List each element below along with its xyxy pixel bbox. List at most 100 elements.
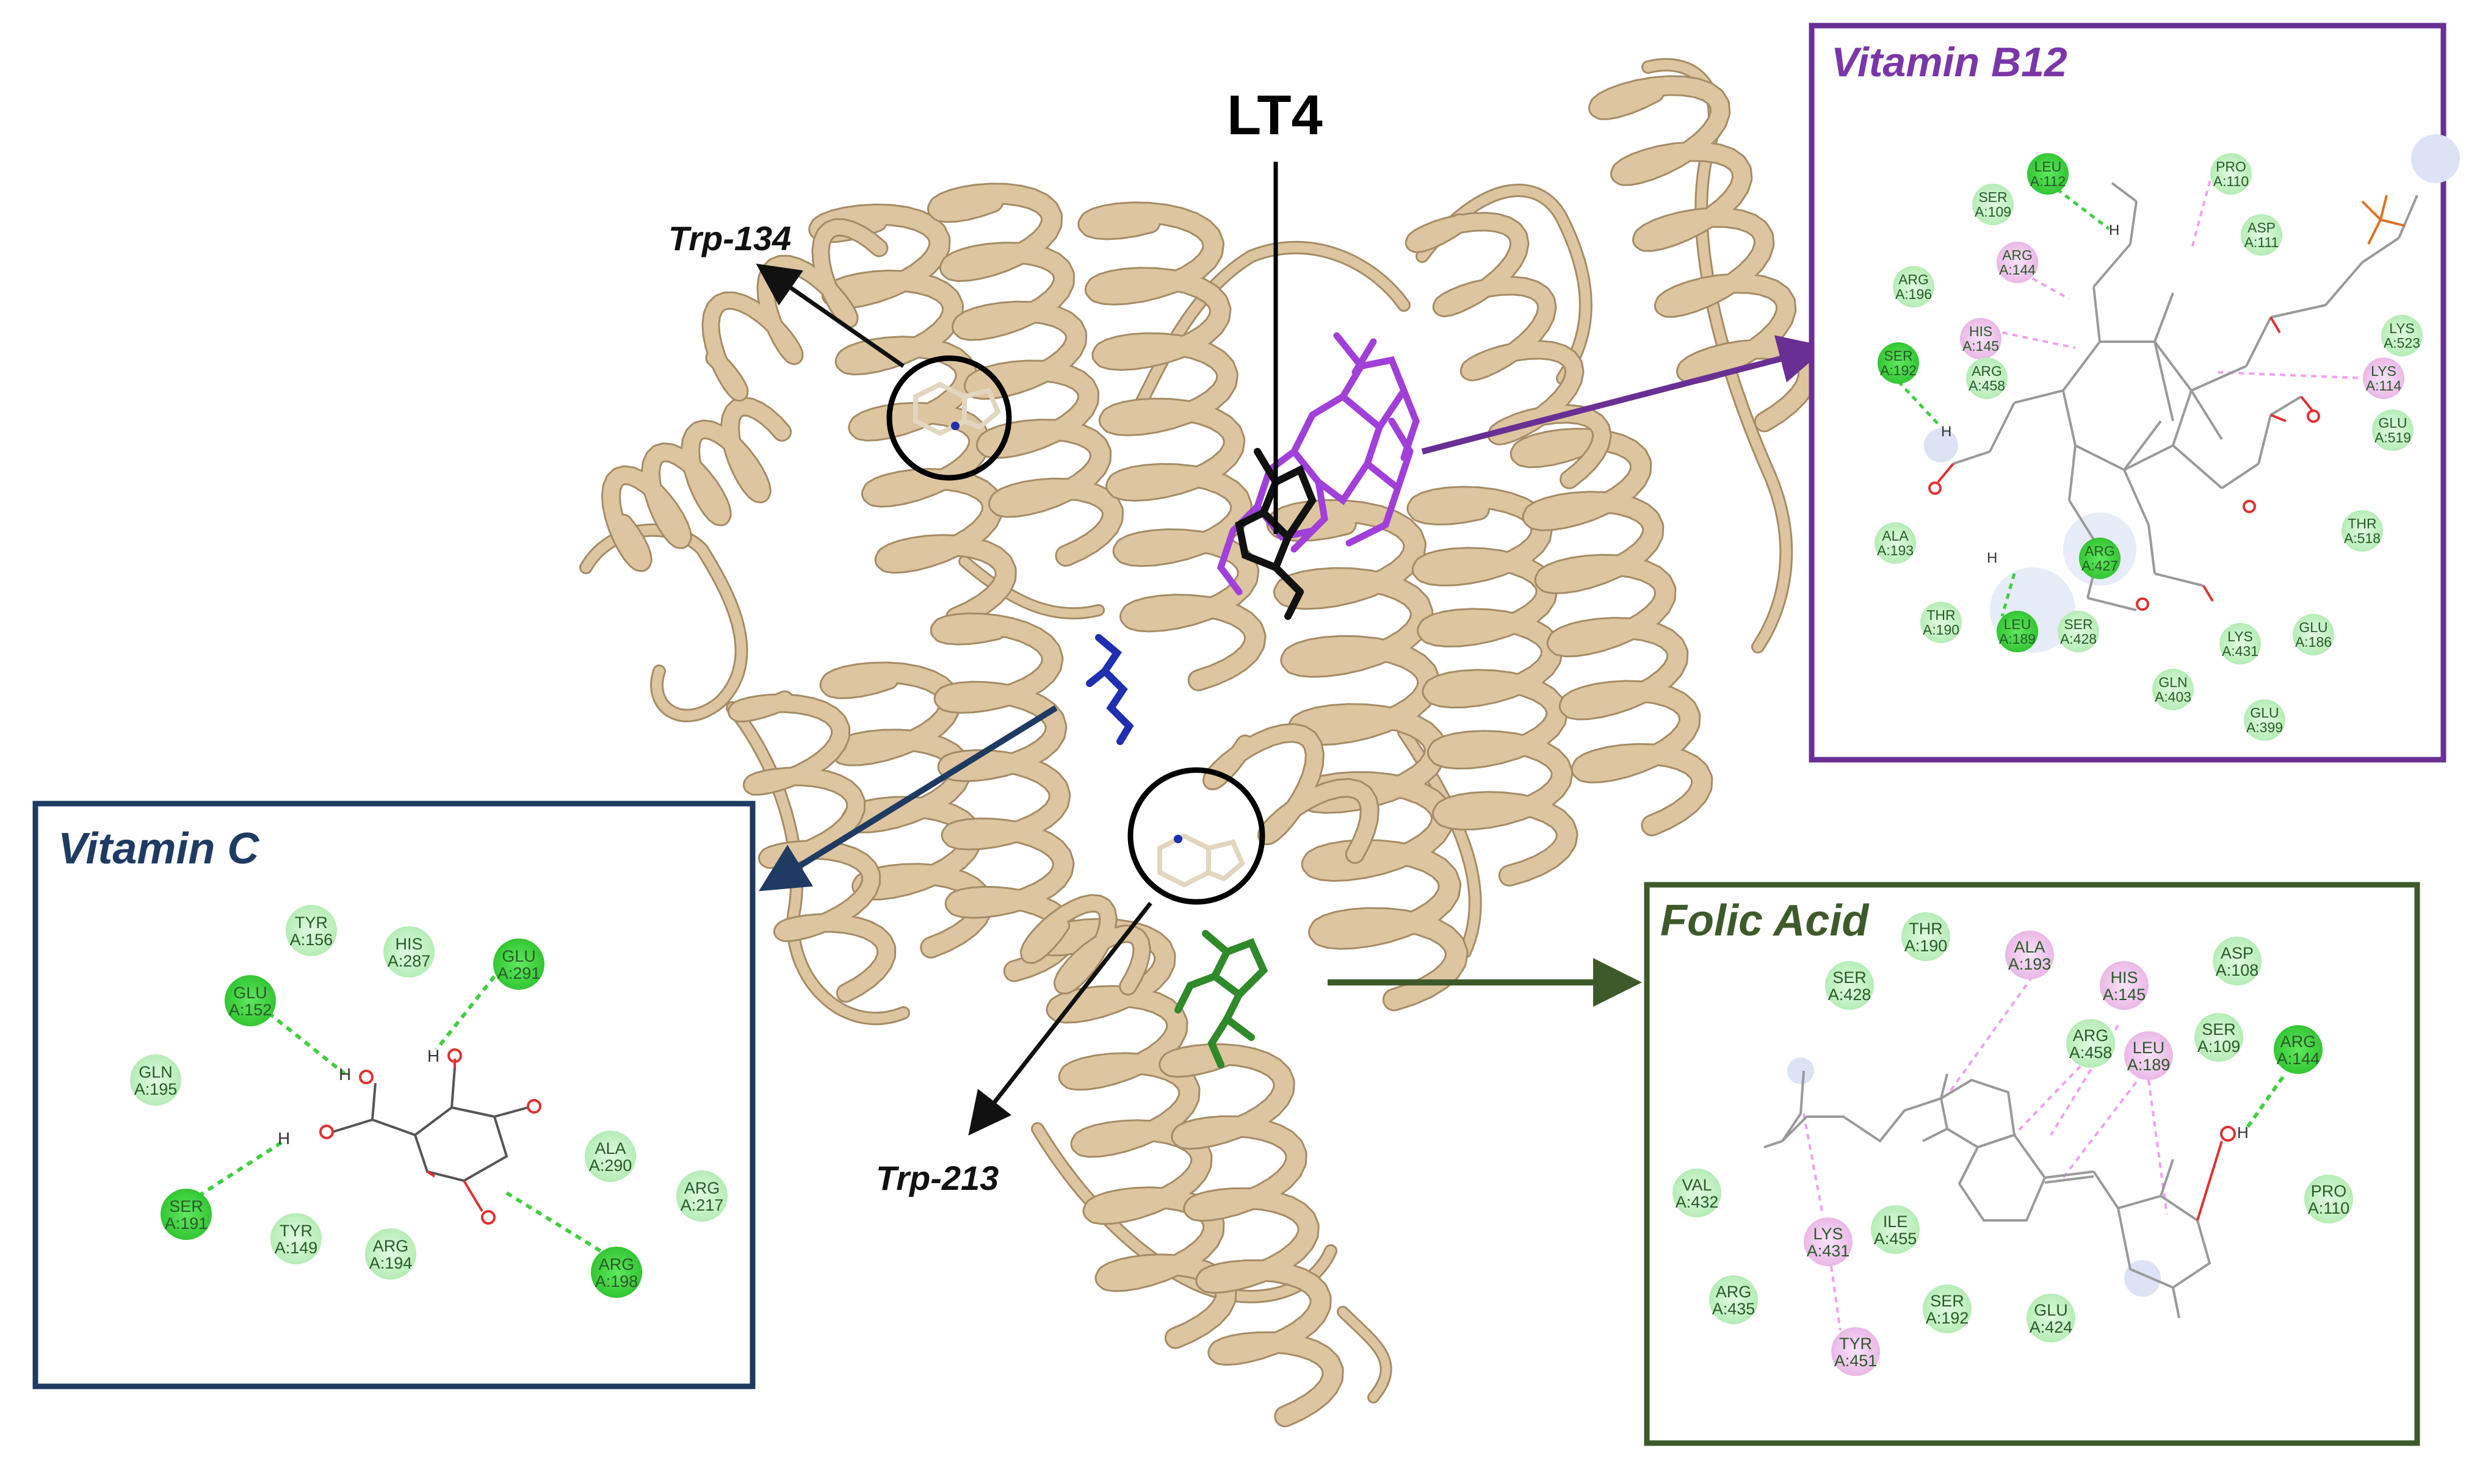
residue-name: TYR [1839, 1335, 1872, 1353]
residue-number: A:431 [2222, 643, 2258, 659]
residue-bubble [130, 1054, 181, 1106]
trp-134-arrow [756, 264, 905, 368]
residue-number: A:156 [290, 931, 333, 949]
residue-name: SER [2064, 616, 2092, 632]
residue-number: A:192 [1880, 362, 1917, 378]
svg-text:H: H [2109, 222, 2119, 239]
residue-number: A:428 [2060, 631, 2097, 647]
residue-number: A:110 [2308, 1199, 2350, 1217]
residue-number: A:427 [2081, 558, 2118, 574]
residue-name: LEU [2133, 1039, 2165, 1057]
residue-number: A:144 [1999, 262, 2036, 278]
residue-name: ARG [2002, 247, 2033, 263]
residue-number: A:152 [229, 1001, 272, 1019]
residue-number: A:428 [1828, 985, 1871, 1004]
residue-bubble [2363, 358, 2404, 399]
residue-bubble [365, 1228, 416, 1280]
residue-number: A:519 [2374, 430, 2411, 445]
residue-number: A:403 [2155, 689, 2191, 705]
residue-name: GLU [2378, 415, 2407, 431]
residue-name: HIS [395, 935, 422, 953]
residue-name: GLN [2158, 674, 2187, 690]
residue-number: A:290 [589, 1156, 632, 1175]
vitamin-b12-panel: Vitamin B12 [1809, 23, 2460, 763]
residue-number: A:109 [1975, 204, 2011, 220]
residue-bubble [1923, 1284, 1972, 1333]
residue-name: LYS [2227, 629, 2253, 644]
residue-name: ALA [2014, 938, 2045, 956]
svg-text:H: H [1987, 550, 1997, 566]
residue-name: ARG [2073, 1026, 2109, 1045]
ligand-vitamin-c-stick [1086, 634, 1134, 745]
residue-bubble [2066, 1019, 2115, 1068]
residue-bubble [1709, 1275, 1758, 1324]
residue-number: A:196 [1895, 286, 1932, 302]
residue-bubble [1920, 602, 1962, 643]
trp-213-label: Trp-213 [876, 1159, 999, 1197]
residue-number: A:191 [165, 1214, 208, 1233]
residue-bubble [1871, 1205, 1920, 1254]
residue-number: A:217 [681, 1196, 724, 1214]
residue-bubble [2241, 214, 2282, 256]
residue-number: A:145 [1962, 338, 1999, 354]
residue-bubble [1972, 184, 2014, 225]
residue-bubble [2210, 153, 2252, 195]
residue-name: PRO [2311, 1182, 2347, 1200]
residue-bubble [270, 1213, 322, 1264]
residue-name: LYS [2371, 363, 2396, 379]
svg-text:H: H [339, 1065, 351, 1084]
residue-bubble [2304, 1175, 2353, 1223]
vitamin-b12-title: Vitamin B12 [1831, 39, 2067, 85]
trp-213-sidechain [1157, 833, 1245, 888]
residue-name: SER [2202, 1020, 2236, 1039]
residue-bubble [2005, 931, 2054, 979]
residue-bubble [2027, 153, 2069, 195]
residue-name: SER [169, 1197, 203, 1216]
residue-name: ARG [684, 1179, 720, 1197]
residue-number: A:198 [595, 1272, 638, 1291]
residue-name: GLU [2299, 619, 2327, 635]
residue-name: SER [1832, 968, 1867, 987]
folic-acid-2d-diagram: H [1763, 975, 2285, 1331]
residue-number: A:451 [1834, 1352, 1878, 1370]
residue-bubble [2341, 510, 2383, 552]
residue-name: GLN [139, 1063, 173, 1081]
residue-name: ARG [1716, 1283, 1752, 1301]
residue-name: ALA [1882, 528, 1909, 544]
residue-number: A:108 [2216, 961, 2259, 979]
residue-number: A:144 [2277, 1050, 2320, 1068]
residue-number: A:109 [2197, 1037, 2241, 1056]
residue-number: A:458 [1969, 378, 2005, 394]
vitamin-b12-arrow [1421, 335, 1828, 455]
protein-ribbon-structure [579, 58, 1819, 1428]
residue-name: HIS [2110, 968, 2138, 987]
residue-name: ILE [1883, 1212, 1908, 1231]
residue-bubble [585, 1131, 636, 1182]
residue-bubble [2079, 538, 2121, 579]
residue-bubble [493, 938, 544, 990]
lt4-label: LT4 [1227, 84, 1323, 146]
residue-bubble [2027, 1294, 2075, 1342]
